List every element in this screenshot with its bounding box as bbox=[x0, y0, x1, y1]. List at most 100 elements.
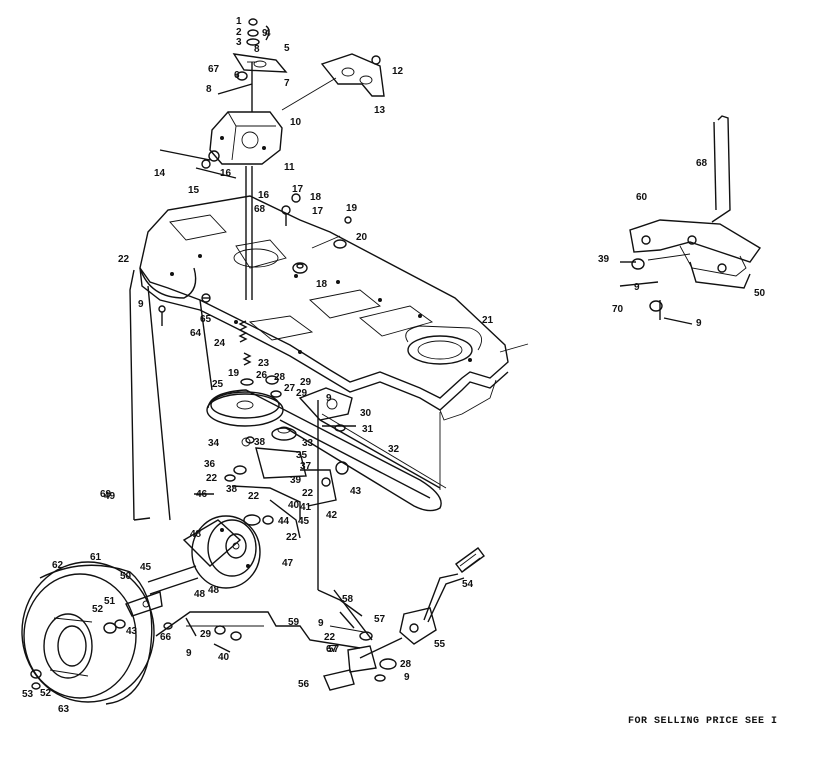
part-label-24: 24 bbox=[214, 338, 226, 349]
part-label-52a: 52 bbox=[92, 604, 104, 615]
part-label-40b: 40 bbox=[218, 652, 230, 663]
part-label-64: 64 bbox=[190, 328, 202, 339]
part-label-16a: 16 bbox=[220, 168, 232, 179]
part-label-23: 23 bbox=[258, 358, 270, 369]
part-label-46: 46 bbox=[196, 489, 208, 500]
part-label-57a: 57 bbox=[374, 614, 386, 625]
part-label-36: 36 bbox=[204, 459, 216, 470]
part-label-67b: 67 bbox=[326, 644, 338, 655]
part-label-39b: 39 bbox=[598, 254, 610, 265]
part-label-15: 15 bbox=[188, 185, 200, 196]
part-label-26: 26 bbox=[256, 370, 268, 381]
part-label-28: 28 bbox=[400, 659, 412, 670]
part-label-43b: 43 bbox=[126, 626, 138, 637]
part-label-22e: 22 bbox=[286, 532, 298, 543]
part-label-9g: 9 bbox=[318, 618, 324, 629]
part-label-8b: 8 bbox=[254, 44, 260, 55]
part-label-34: 34 bbox=[208, 438, 220, 449]
part-label-50b: 50 bbox=[754, 288, 766, 299]
part-label-9f: 9 bbox=[186, 648, 192, 659]
part-label-38b: 38 bbox=[226, 484, 238, 495]
part-label-42: 42 bbox=[326, 510, 338, 521]
part-label-48b: 48 bbox=[194, 589, 206, 600]
part-label-22d: 22 bbox=[302, 488, 314, 499]
part-label-57b: 57 bbox=[328, 644, 340, 655]
part-label-9e: 9 bbox=[326, 393, 332, 404]
mount-bracket-top bbox=[281, 53, 385, 111]
part-label-45a: 45 bbox=[298, 516, 310, 527]
rods-and-links bbox=[129, 235, 529, 649]
hardware-bolts bbox=[158, 193, 636, 682]
part-label-4: 4 bbox=[265, 28, 271, 39]
part-label-27: 27 bbox=[284, 383, 296, 394]
part-label-41: 41 bbox=[300, 502, 312, 513]
part-label-39: 39 bbox=[290, 475, 302, 486]
brake-pedal bbox=[323, 547, 485, 691]
part-label-69: 69 bbox=[100, 489, 112, 500]
part-label-9d: 9 bbox=[696, 318, 702, 329]
part-label-30: 30 bbox=[360, 408, 372, 419]
part-label-66: 66 bbox=[160, 632, 172, 643]
part-label-48c: 48 bbox=[208, 585, 220, 596]
part-label-3: 3 bbox=[236, 37, 242, 48]
lift-lever-assembly bbox=[619, 115, 762, 325]
part-label-9h: 9 bbox=[404, 672, 410, 683]
part-label-5: 5 bbox=[284, 43, 290, 54]
part-label-68a: 68 bbox=[254, 204, 266, 215]
part-label-59: 59 bbox=[288, 617, 300, 628]
part-label-61: 61 bbox=[90, 552, 102, 563]
part-label-47: 47 bbox=[282, 558, 294, 569]
part-label-65: 65 bbox=[200, 314, 212, 325]
part-label-9b: 9 bbox=[138, 299, 144, 310]
part-label-31: 31 bbox=[362, 424, 374, 435]
part-label-29c: 29 bbox=[200, 629, 212, 640]
part-label-51: 51 bbox=[104, 596, 116, 607]
part-label-49: 49 bbox=[104, 491, 116, 502]
part-label-40a: 40 bbox=[288, 500, 300, 511]
part-label-9c: 9 bbox=[634, 282, 640, 293]
part-label-19a: 19 bbox=[346, 203, 358, 214]
part-label-22c: 22 bbox=[248, 491, 260, 502]
part-label-29b: 29 bbox=[296, 388, 308, 399]
part-label-70: 70 bbox=[612, 304, 624, 315]
part-label-14: 14 bbox=[154, 168, 166, 179]
part-label-22a: 22 bbox=[118, 254, 130, 265]
selling-price-note: FOR SELLING PRICE SEE I bbox=[628, 716, 778, 727]
part-label-7: 7 bbox=[284, 78, 290, 89]
part-label-10: 10 bbox=[290, 117, 302, 128]
part-label-17b: 17 bbox=[312, 206, 324, 217]
part-label-50a: 50 bbox=[120, 571, 132, 582]
part-label-35: 35 bbox=[296, 450, 308, 461]
part-label-1: 1 bbox=[236, 16, 242, 27]
part-label-8a: 8 bbox=[206, 84, 212, 95]
part-label-62: 62 bbox=[52, 560, 64, 571]
part-label-6: 6 bbox=[234, 70, 240, 81]
part-label-18a: 18 bbox=[310, 192, 322, 203]
part-label-19b: 19 bbox=[228, 368, 240, 379]
part-label-32: 32 bbox=[388, 444, 400, 455]
part-label-53: 53 bbox=[22, 689, 34, 700]
part-label-20: 20 bbox=[356, 232, 368, 243]
part-label-55: 55 bbox=[434, 639, 446, 650]
part-label-44: 44 bbox=[278, 516, 290, 527]
part-label-63: 63 bbox=[58, 704, 70, 715]
part-label-13: 13 bbox=[374, 105, 386, 116]
part-label-16b: 16 bbox=[258, 190, 270, 201]
part-label-18b: 18 bbox=[316, 279, 328, 290]
part-label-45b: 45 bbox=[140, 562, 152, 573]
part-label-56: 56 bbox=[298, 679, 310, 690]
part-label-58: 58 bbox=[342, 594, 354, 605]
part-label-12: 12 bbox=[392, 66, 404, 77]
part-label-37: 37 bbox=[300, 461, 312, 472]
steering-gear-box bbox=[159, 18, 288, 300]
part-label-28b: 28 bbox=[274, 372, 286, 383]
part-label-48a: 48 bbox=[190, 529, 202, 540]
part-label-43a: 43 bbox=[350, 486, 362, 497]
part-label-11: 11 bbox=[284, 162, 295, 173]
part-label-2: 2 bbox=[236, 27, 242, 38]
part-label-52b: 52 bbox=[40, 688, 52, 699]
part-label-22f: 22 bbox=[324, 632, 336, 643]
part-label-17a: 17 bbox=[292, 184, 304, 195]
drive-pulleys-belt bbox=[147, 320, 447, 595]
